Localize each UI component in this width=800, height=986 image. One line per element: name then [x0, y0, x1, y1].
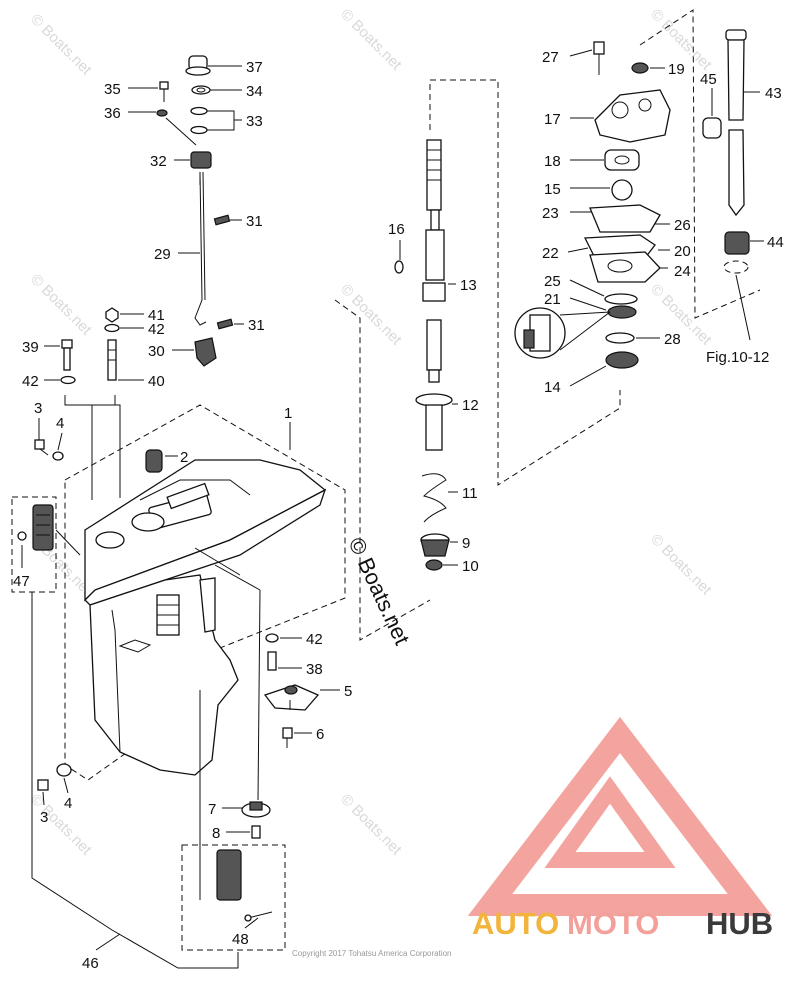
anode-48-assembly — [181, 801, 286, 951]
trim-tab-parts — [263, 633, 320, 748]
callout-4: 4 — [64, 795, 72, 812]
callout-31: 31 — [246, 213, 263, 230]
sleeve-part — [145, 449, 163, 473]
callout-10: 10 — [462, 558, 479, 575]
callout-42: 42 — [148, 321, 165, 338]
callout-33: 33 — [246, 113, 263, 130]
callout-32: 32 — [150, 153, 167, 170]
watermark-text: © Boats.net — [337, 281, 405, 349]
studs-nuts — [60, 307, 120, 500]
callout-26: 26 — [674, 217, 691, 234]
watermark-text: © Boats.net — [337, 6, 405, 74]
callout-44: 44 — [767, 234, 784, 251]
callout-12: 12 — [462, 397, 479, 414]
copyright-text: Copyright 2017 Tohatsu America Corporati… — [292, 949, 452, 958]
callout-27: 27 — [542, 49, 559, 66]
callout-3: 3 — [40, 809, 48, 826]
watermark-text: © Boats.net — [27, 271, 95, 339]
callout-11: 11 — [462, 485, 478, 502]
dashed-guides — [334, 9, 761, 641]
logo-triangle — [467, 716, 773, 916]
callout-25: 25 — [544, 273, 561, 290]
callout-15: 15 — [544, 181, 561, 198]
callout-43: 43 — [765, 85, 782, 102]
callout-24: 24 — [674, 263, 691, 280]
callout-36: 36 — [104, 105, 121, 122]
callout-17: 17 — [544, 111, 561, 128]
callout-20: 20 — [674, 243, 691, 260]
callout-47: 47 — [13, 573, 30, 590]
callout-18: 18 — [544, 153, 561, 170]
watermark-text: © Boats.net — [647, 531, 715, 599]
callout-1: 1 — [284, 405, 292, 422]
callout-45: 45 — [700, 71, 717, 88]
anode-47 — [11, 496, 81, 593]
shift-rod-assembly — [156, 55, 234, 367]
callout-30: 30 — [148, 343, 165, 360]
water-tube-assembly — [702, 29, 751, 341]
callout-21: 21 — [544, 291, 561, 308]
callout-48: 48 — [232, 931, 249, 948]
logo-text-moto: MOTO — [567, 906, 659, 941]
callouts: 37 34 33 35 36 32 31 29 31 30 41 42 39 4… — [13, 49, 784, 972]
callout-14: 14 — [544, 379, 561, 396]
callout-29: 29 — [154, 246, 171, 263]
callout-34: 34 — [246, 83, 263, 100]
water-pump-assembly — [514, 41, 671, 369]
logo-text-auto: AUTO — [472, 906, 559, 941]
callout-16: 16 — [388, 221, 405, 238]
callout-38: 38 — [306, 661, 323, 678]
callout-31: 31 — [248, 317, 265, 334]
watermark-text: © Boats.net — [27, 791, 95, 859]
callout-13: 13 — [460, 277, 477, 294]
logo-text-hub: HUB — [706, 906, 773, 941]
callout-28: 28 — [664, 331, 681, 348]
automotohub-logo: AUTO MOTO HUB — [472, 906, 773, 941]
callout-5: 5 — [344, 683, 352, 700]
bolts-left — [34, 439, 72, 791]
callout-23: 23 — [542, 205, 559, 222]
callout-40: 40 — [148, 373, 165, 390]
callout-46: 46 — [82, 955, 99, 972]
watermark-text: © Boats.net — [647, 281, 715, 349]
callout-3: 3 — [34, 400, 42, 417]
callout-9: 9 — [462, 535, 470, 552]
watermark-text: © Boats.net — [337, 791, 405, 859]
leader-lines — [31, 404, 291, 969]
callout-7: 7 — [208, 801, 216, 818]
callout-6: 6 — [316, 726, 324, 743]
callout-42: 42 — [306, 631, 323, 648]
figure-reference: Fig.10-12 — [706, 349, 769, 366]
callout-4: 4 — [56, 415, 64, 432]
drive-shaft-column — [394, 139, 453, 571]
callout-2: 2 — [180, 449, 188, 466]
callout-35: 35 — [104, 81, 121, 98]
gear-case-housing — [64, 404, 346, 781]
callout-39: 39 — [22, 339, 39, 356]
callout-37: 37 — [246, 59, 263, 76]
center-watermark: © Boats.net — [343, 534, 414, 649]
callout-41: 41 — [148, 307, 165, 324]
watermark-text: © Boats.net — [27, 11, 95, 79]
callout-8: 8 — [212, 825, 220, 842]
callout-19: 19 — [668, 61, 685, 78]
callout-22: 22 — [542, 245, 559, 262]
callout-42: 42 — [22, 373, 39, 390]
